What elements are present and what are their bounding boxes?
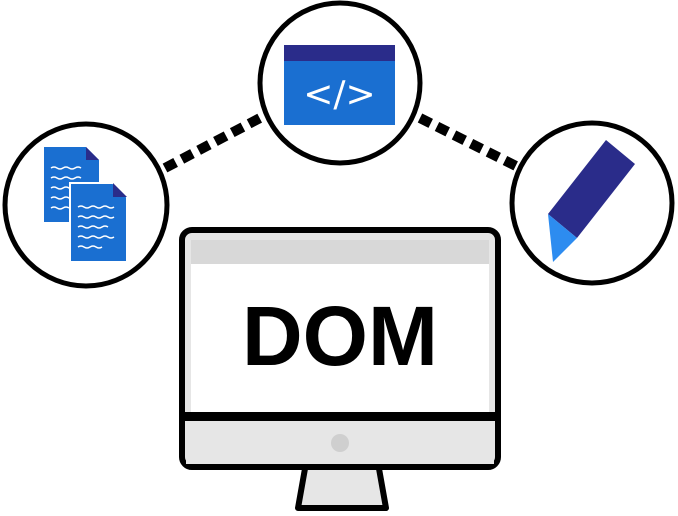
monitor-screen-text: DOM	[242, 289, 438, 383]
code-glyph: </>	[303, 74, 375, 115]
documents-icon	[44, 147, 128, 263]
pencil-icon	[548, 140, 635, 262]
monitor-screen	[191, 264, 489, 412]
monitor: DOM	[179, 227, 501, 511]
connector-left-to-top	[162, 113, 263, 173]
code-circle: </>	[257, 0, 423, 166]
connector-top-to-right	[417, 113, 519, 171]
pencil-circle	[509, 120, 675, 286]
code-window-icon: </>	[284, 45, 395, 125]
documents-circle	[2, 121, 170, 289]
monitor-power-button	[331, 434, 349, 452]
